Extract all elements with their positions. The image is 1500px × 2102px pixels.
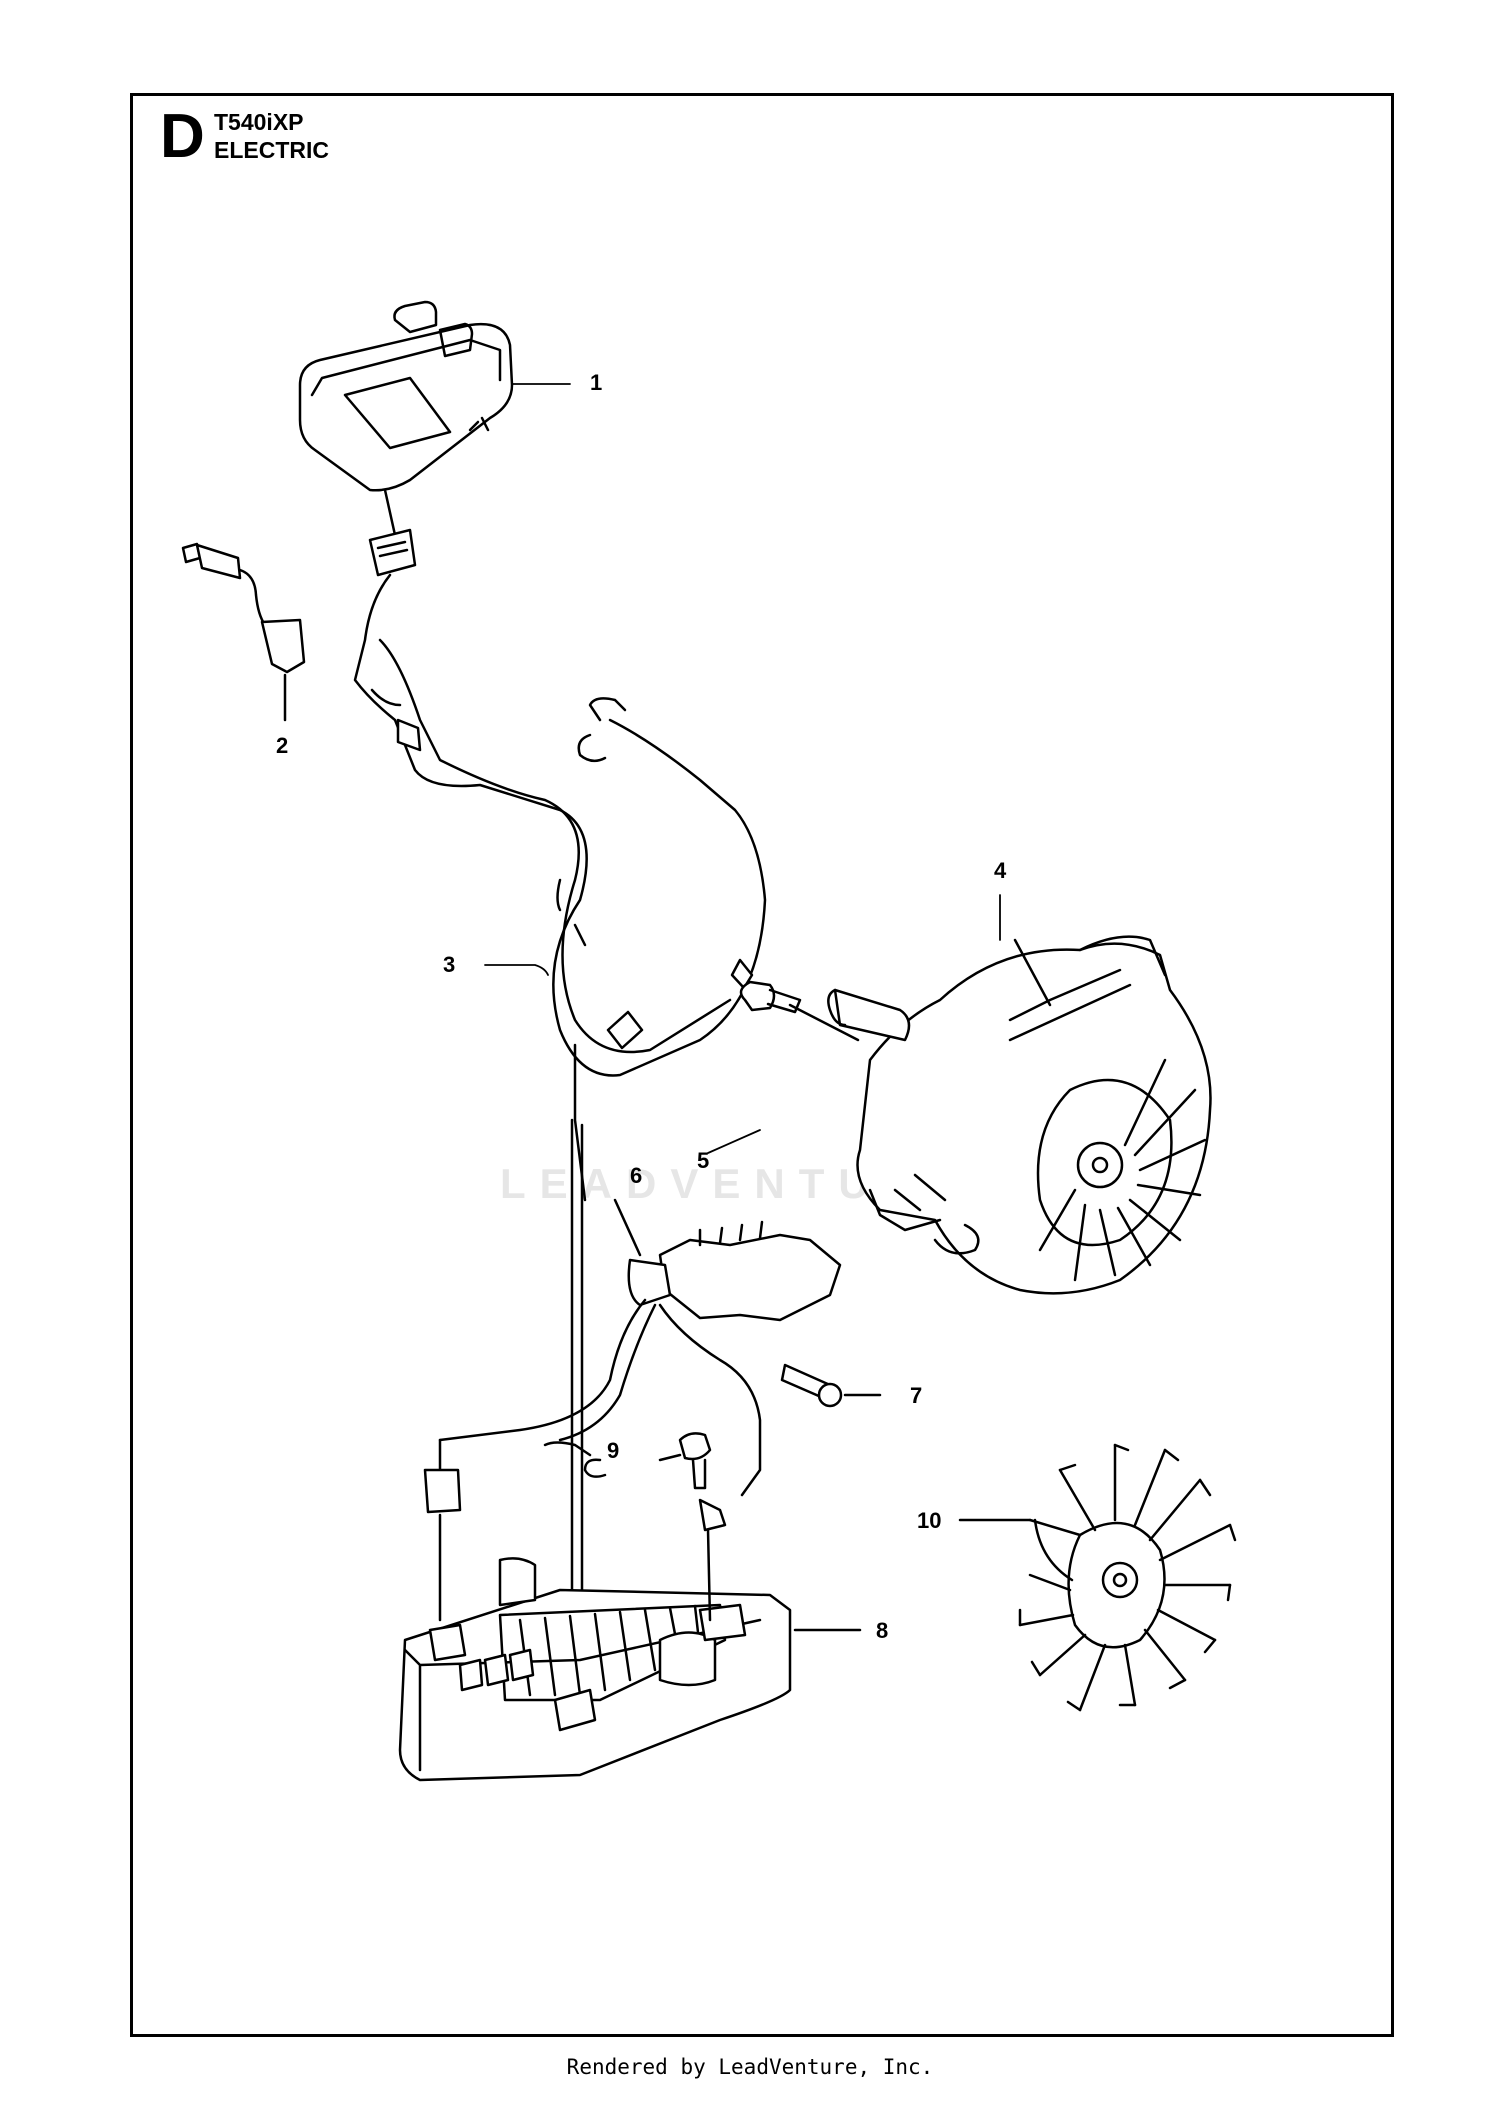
callout-7[interactable]: 7 [910, 1383, 923, 1408]
part-control-module [398, 1513, 862, 1782]
callout-2[interactable]: 2 [276, 733, 289, 758]
callout-9[interactable]: 9 [607, 1438, 620, 1463]
part-rectifier-bracket [423, 1198, 842, 1532]
callout-6[interactable]: 6 [630, 1163, 643, 1188]
model-title: T540iXP [214, 109, 304, 135]
section-subtitle: ELECTRIC [214, 137, 329, 163]
callout-1[interactable]: 1 [590, 370, 603, 395]
callout-8[interactable]: 8 [876, 1618, 889, 1643]
part-stator-assembly [827, 935, 1212, 1295]
callout-3[interactable]: 3 [443, 952, 456, 977]
part-fan-wheel [958, 1443, 1237, 1712]
part-cable-harness [353, 573, 767, 1672]
part-screw-7 [780, 1363, 882, 1408]
callout-10[interactable]: 10 [917, 1508, 942, 1533]
part-bolt-5 [739, 980, 860, 1042]
diagram-frame [130, 93, 1394, 2037]
callout-4[interactable]: 4 [994, 858, 1007, 883]
leader-lines [284, 383, 1001, 1154]
callout-5[interactable]: 5 [697, 1148, 710, 1173]
part-screw-9 [658, 1432, 712, 1490]
footer-credit: Rendered by LeadVenture, Inc. [566, 2055, 934, 2079]
section-letter: D [160, 102, 205, 171]
part-control-panel [298, 300, 514, 577]
